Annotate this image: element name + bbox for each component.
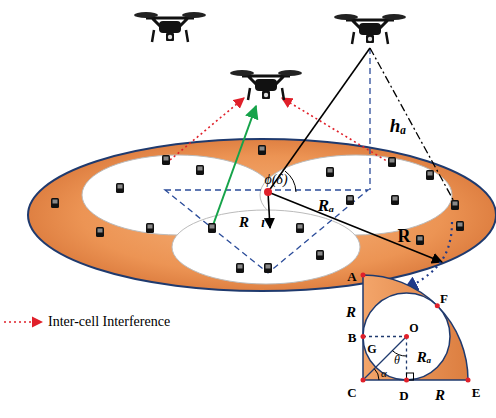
ground-user [316, 250, 324, 260]
inset-circle [363, 293, 450, 380]
uav [230, 70, 302, 100]
cell-triangle [165, 190, 368, 273]
uav [134, 12, 206, 42]
interference-link [282, 98, 390, 163]
ground-user [346, 195, 354, 205]
ground-user [96, 227, 104, 237]
coverage-area [28, 139, 496, 291]
diagram-label: Rₐ [318, 197, 334, 214]
ground-users [51, 145, 464, 273]
ground-user [388, 157, 396, 167]
diagram-label: R⃗ₗ [239, 215, 265, 230]
diagram-label: Rₐ [417, 350, 432, 365]
height-line [369, 48, 370, 190]
legend-text: Inter-cell Interference [48, 314, 170, 330]
diagram-label: θ [394, 354, 400, 366]
ground-user [236, 263, 244, 273]
serving-link [212, 106, 256, 228]
slant-line [268, 48, 370, 192]
ground-user [116, 183, 124, 193]
diagram-label: α [381, 368, 387, 379]
ground-user [162, 155, 170, 165]
diagram-label: A [347, 270, 356, 283]
diagram-label: ϕ(δ) [264, 173, 287, 187]
diagram-label: F [440, 292, 448, 305]
interference-link [170, 98, 244, 160]
diagram-label: G [367, 343, 376, 355]
zoom-pointer [404, 222, 452, 290]
diagram-label: C [347, 386, 356, 399]
cell [82, 155, 274, 235]
center-dot [264, 188, 272, 196]
diagram-label: O [409, 322, 418, 334]
edge-line [370, 48, 456, 205]
vector-arrow [268, 192, 270, 228]
legend-sample [4, 321, 42, 323]
diagram-label: E [472, 386, 481, 399]
inset-quadrant [363, 275, 468, 380]
uav [334, 14, 406, 44]
ground-user [426, 170, 434, 180]
ground-user [296, 223, 304, 233]
ground-user [264, 263, 272, 273]
ground-user [258, 145, 266, 155]
diagram-label: hₐ [390, 116, 406, 135]
ground-user [391, 195, 399, 205]
diagram-label: R [435, 388, 445, 403]
inset-line [363, 337, 407, 381]
diagram-label: R [398, 227, 411, 245]
ground-user [416, 235, 424, 245]
inset-line [363, 336, 407, 337]
diagram-label: R [346, 305, 356, 320]
ground-user [51, 198, 59, 208]
legend-entry: Inter-cell Interference [48, 314, 170, 330]
diagram-label: B [348, 331, 357, 344]
ground-user [208, 223, 216, 233]
ground-user [451, 200, 459, 210]
uav-group [134, 12, 406, 100]
ground-user [196, 165, 204, 175]
ground-user [456, 221, 464, 231]
diagram-label: D [399, 389, 408, 402]
radius-arrow [268, 192, 442, 262]
inset-points [361, 273, 471, 383]
cell [172, 210, 360, 284]
ground-user [146, 223, 154, 233]
inset-angle [374, 369, 379, 380]
ground-user [326, 167, 334, 177]
